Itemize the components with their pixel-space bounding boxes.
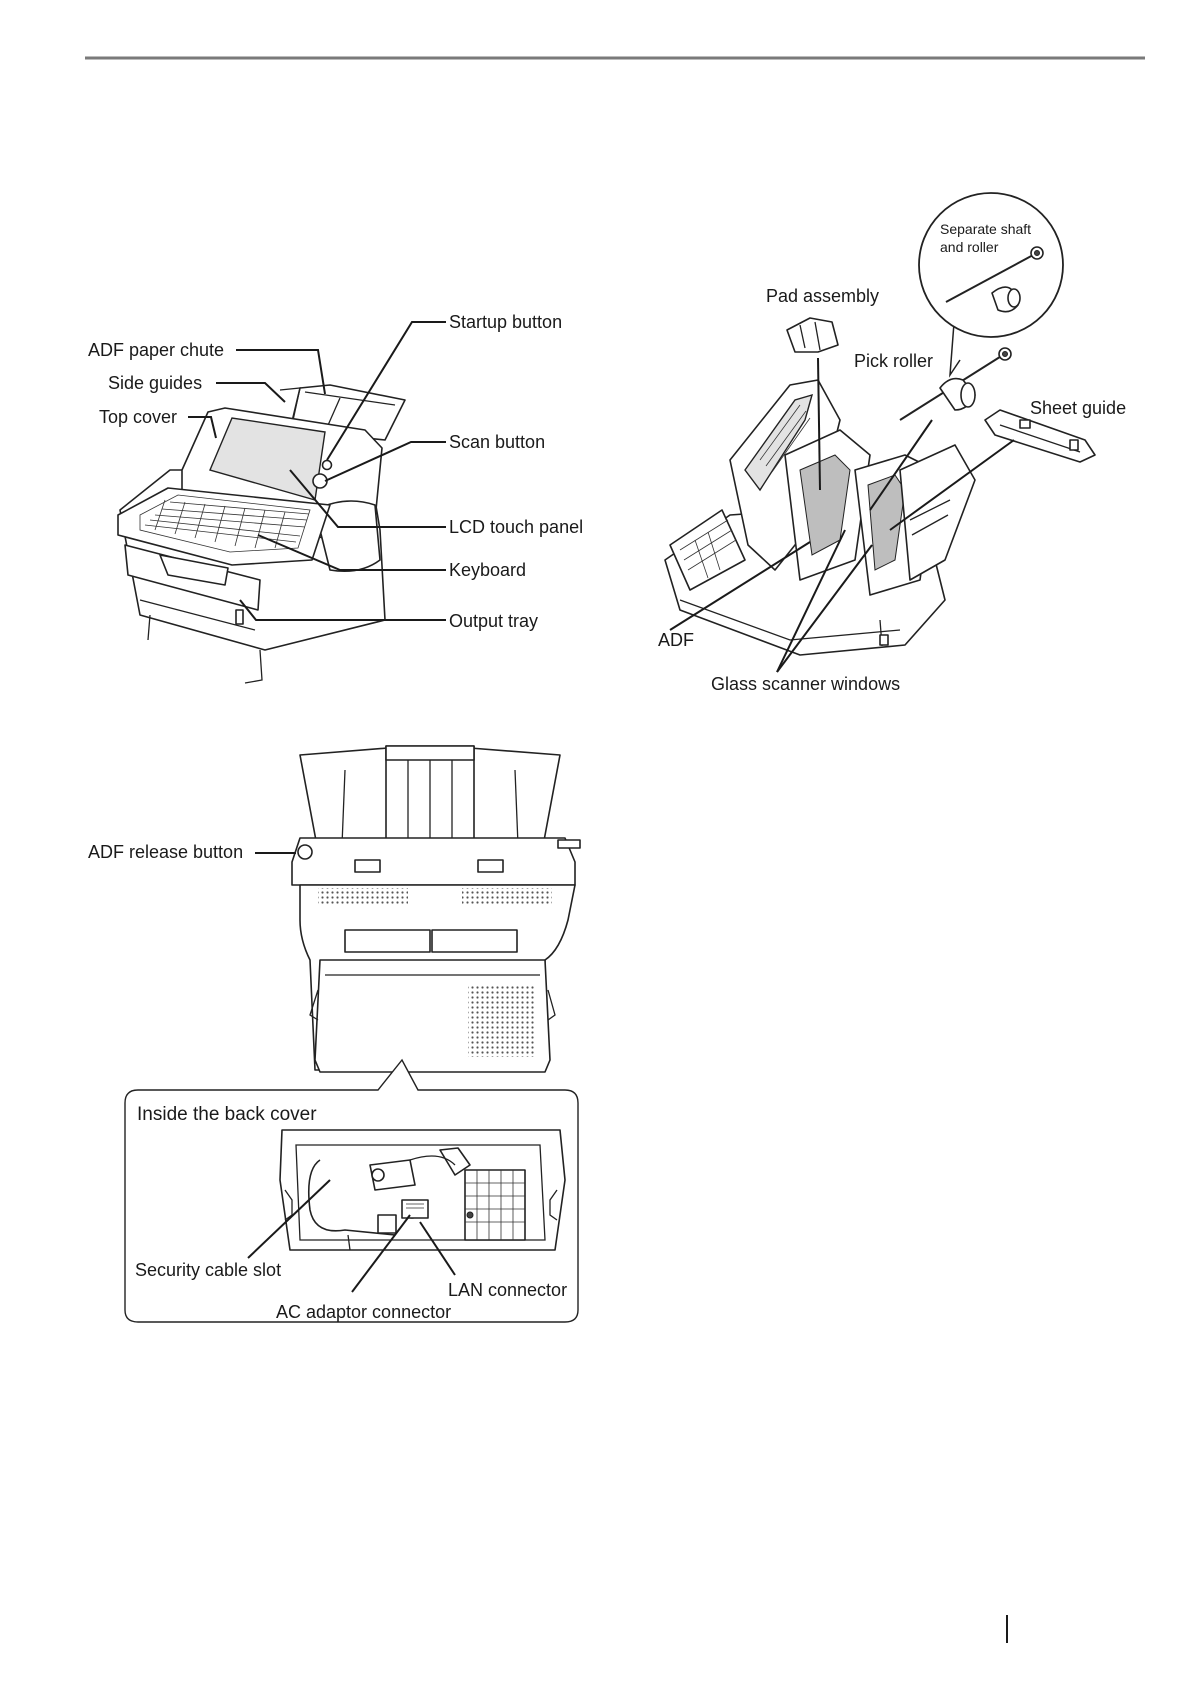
label-side-guides: Side guides	[108, 373, 202, 393]
open-adf-illustration	[665, 193, 1095, 655]
label-adf-paper-chute: ADF paper chute	[88, 340, 224, 360]
label-sheet-guide: Sheet guide	[1030, 398, 1126, 418]
label-startup-button: Startup button	[449, 312, 562, 332]
back-view-illustration	[125, 746, 580, 1322]
label-keyboard: Keyboard	[449, 560, 526, 580]
label-pick-roller: Pick roller	[854, 351, 933, 371]
label-top-cover: Top cover	[99, 407, 177, 427]
label-ac-adaptor-connector: AC adaptor connector	[276, 1302, 451, 1322]
label-adf-release-button: ADF release button	[88, 842, 243, 862]
label-output-tray: Output tray	[449, 611, 538, 631]
label-scan-button: Scan button	[449, 432, 545, 452]
label-inside-back-cover: Inside the back cover	[137, 1104, 317, 1125]
label-lcd-touch-panel: LCD touch panel	[449, 517, 583, 537]
label-adf: ADF	[658, 630, 694, 650]
label-security-cable-slot: Security cable slot	[135, 1260, 281, 1280]
label-separate-shaft-line2: and roller	[940, 239, 999, 255]
front-view-illustration	[118, 385, 405, 683]
label-glass-scanner-windows: Glass scanner windows	[711, 674, 900, 694]
label-separate-shaft-line1: Separate shaft	[940, 221, 1031, 237]
label-pad-assembly: Pad assembly	[766, 286, 879, 306]
label-lan-connector: LAN connector	[448, 1280, 567, 1300]
